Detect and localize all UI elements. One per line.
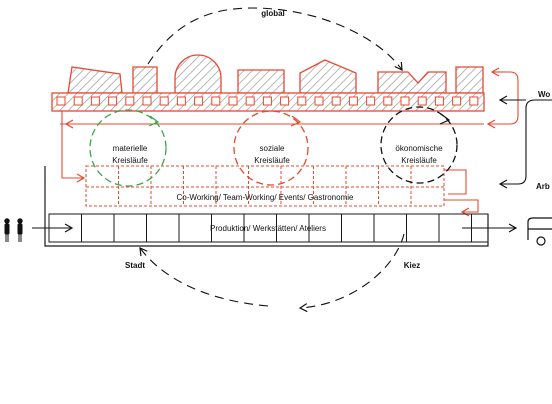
- beam-window: [73, 96, 83, 106]
- soziale-label-1: soziale: [260, 144, 285, 153]
- beam-window: [194, 96, 204, 106]
- beam-window: [314, 96, 324, 106]
- oekonomische-label-1: ökonomische: [395, 144, 443, 153]
- soziale-circle: [233, 110, 309, 186]
- cycle-circles: [89, 106, 458, 187]
- oekonomische-label-2: Kreisläufe: [401, 156, 437, 165]
- housing-beam: [51, 92, 485, 112]
- beam-window: [262, 96, 272, 106]
- beam-window: [469, 96, 479, 106]
- materielle-label-2: Kreisläufe: [112, 156, 148, 165]
- label-global: global: [261, 9, 285, 18]
- roof-shapes: [67, 54, 484, 94]
- oekonomische-circle: [380, 106, 458, 184]
- beam-window: [56, 96, 66, 106]
- materielle-label-1: materielle: [113, 144, 148, 153]
- soziale-label-2: Kreisläufe: [254, 156, 290, 165]
- band-coworking-label: Co-Working/ Team-Working/ Events/ Gastro…: [177, 193, 355, 202]
- beam-window: [159, 96, 169, 106]
- circle-arrows: [148, 113, 451, 127]
- beam-window: [331, 96, 341, 106]
- beam-window: [383, 96, 393, 106]
- beam-window: [348, 96, 358, 106]
- beam-window: [297, 96, 307, 106]
- beam-window: [90, 96, 100, 106]
- beam-window: [176, 96, 186, 106]
- global-cycle: [139, 7, 405, 313]
- beam-window: [245, 96, 255, 106]
- beam-window: [108, 96, 118, 106]
- label-kiez: Kiez: [404, 261, 420, 270]
- beam-window: [366, 96, 376, 106]
- label-stadt: Stadt: [125, 261, 145, 270]
- beam-window: [142, 96, 152, 106]
- beam-window: [417, 96, 427, 106]
- beam-window: [434, 96, 444, 106]
- label-wohnen: Wo: [538, 90, 550, 99]
- beam-window: [125, 96, 135, 106]
- beam-window: [280, 96, 290, 106]
- band-produktion-label: Produktion/ Werkstätten/ Ateliers: [210, 224, 326, 233]
- red-connectors: [60, 67, 519, 217]
- beam-window: [452, 96, 462, 106]
- beam-window: [228, 96, 238, 106]
- materielle-circle: [89, 109, 167, 187]
- delivery-van-icon: [527, 217, 552, 246]
- people-icon: [4, 218, 23, 242]
- beam-window: [400, 96, 410, 106]
- label-arbeiten: Arb: [536, 182, 550, 191]
- black-connector: [498, 95, 552, 189]
- coworking-band: [85, 165, 445, 207]
- beam-window: [211, 96, 221, 106]
